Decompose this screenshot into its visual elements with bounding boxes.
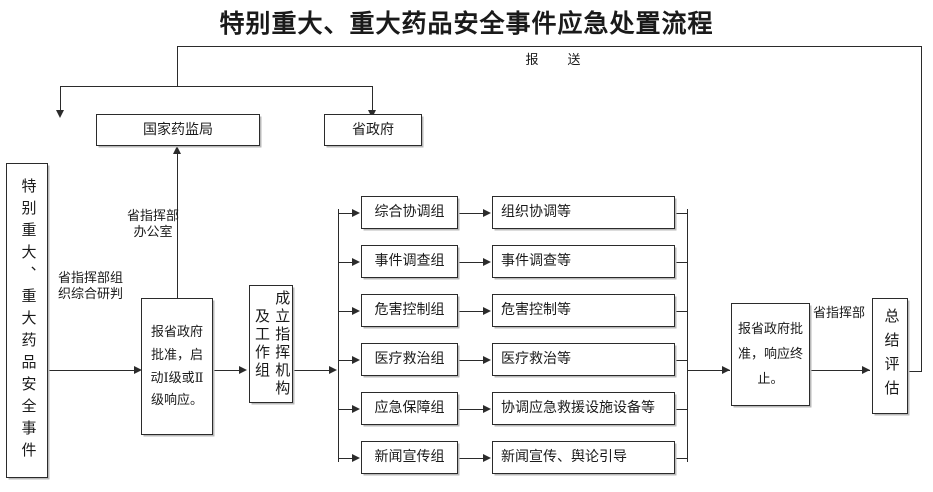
task-box-4[interactable]: 医疗救治等 <box>492 343 675 376</box>
arrow-group-to-task-6 <box>483 453 491 462</box>
arrow-merge-to-end <box>722 366 730 374</box>
task-box-1[interactable]: 组织协调等 <box>492 196 675 229</box>
arrow-bus-to-group-6 <box>352 453 360 462</box>
node-nmpa[interactable]: 国家药监局 <box>96 114 260 146</box>
arrow-incident-to-report <box>134 366 142 374</box>
connector-merge-to-end <box>687 370 730 371</box>
group-name-box-1[interactable]: 综合协调组 <box>361 196 458 229</box>
task-label: 医疗救治等 <box>501 352 571 367</box>
connector-group-to-task-6 <box>458 457 483 459</box>
connector-group-to-task-2 <box>458 261 483 263</box>
arrow-group-to-task-1 <box>483 208 491 217</box>
task-label: 协调应急救援设施设备等 <box>501 401 655 416</box>
arrow-group-to-task-2 <box>483 257 491 266</box>
connector-end-to-summary <box>810 370 870 371</box>
connector-group-to-task-5 <box>458 408 483 410</box>
task-box-2[interactable]: 事件调查等 <box>492 245 675 278</box>
node-summary-eval-text: 总结评估 <box>882 308 899 404</box>
connector-to-nmpa-vertical <box>60 86 61 112</box>
task-box-5[interactable]: 协调应急救援设施设备等 <box>492 392 675 425</box>
group-name-label: 综合协调组 <box>374 205 445 220</box>
connector-summary-to-top-vertical <box>921 46 922 371</box>
arrow-bus-to-group-5 <box>352 404 360 413</box>
task-label: 新闻宣传、舆论引导 <box>501 450 627 465</box>
label-provincial-hq-research: 省指挥部组 织综合研判 <box>58 270 124 302</box>
group-name-label: 事件调查组 <box>374 254 445 269</box>
connector-bus-to-group-2 <box>338 261 352 263</box>
arrow-bus-to-group-2 <box>352 257 360 266</box>
arrow-report-to-establish <box>239 366 247 374</box>
connector-task-to-merge-1 <box>675 212 687 214</box>
node-establish-command-text: 成立指挥机构及工作组 <box>253 290 290 398</box>
connector-task-to-merge-5 <box>675 408 687 410</box>
task-label: 危害控制等 <box>501 303 571 318</box>
connector-bus-to-group-4 <box>338 359 352 361</box>
connector-bus-to-group-3 <box>338 310 352 312</box>
group-name-box-4[interactable]: 医疗救治组 <box>361 343 458 376</box>
group-name-box-5[interactable]: 应急保障组 <box>361 392 458 425</box>
arrow-group-to-task-5 <box>483 404 491 413</box>
group-name-label: 医疗救治组 <box>374 352 445 367</box>
node-report-approve-start[interactable]: 报省政府批准，启动Ⅰ级或Ⅱ级响应。 <box>141 298 213 435</box>
connector-bus-to-group-5 <box>338 408 352 410</box>
connector-report-box-to-nmpa <box>177 152 178 298</box>
node-establish-command[interactable]: 成立指挥机构及工作组 <box>249 285 293 403</box>
connector-report-to-establish <box>213 370 240 371</box>
arrow-down-to-nmpa <box>56 110 64 118</box>
arrow-bus-to-group-1 <box>352 208 360 217</box>
connector-bus-to-group-1 <box>338 212 352 214</box>
node-report-approve-end[interactable]: 报省政府批准，响应终止。 <box>731 303 810 406</box>
connector-bus-to-group-6 <box>338 457 352 459</box>
connector-top-horizontal <box>177 46 922 47</box>
group-name-box-6[interactable]: 新闻宣传组 <box>361 441 458 474</box>
task-box-3[interactable]: 危害控制等 <box>492 294 675 327</box>
connector-incident-to-report <box>48 370 136 371</box>
label-provincial-hq: 省指挥部 <box>813 305 866 320</box>
arrow-up-to-nmpa <box>173 146 181 154</box>
connector-to-provgov-vertical <box>372 86 373 112</box>
group-name-box-3[interactable]: 危害控制组 <box>361 294 458 327</box>
task-label: 事件调查等 <box>501 254 571 269</box>
connector-split-bar <box>60 86 372 87</box>
node-incident-text: 特别重大、重大药品安全事件 <box>19 177 36 464</box>
arrow-bus-to-group-3 <box>352 306 360 315</box>
connector-task-to-merge-2 <box>675 261 687 263</box>
arrow-bus-to-group-4 <box>352 355 360 364</box>
connector-top-drop <box>177 46 178 86</box>
node-summary-eval[interactable]: 总结评估 <box>872 298 908 414</box>
connector-task-to-merge-4 <box>675 359 687 361</box>
task-label: 组织协调等 <box>501 205 571 220</box>
connector-group-to-task-3 <box>458 310 483 312</box>
connector-task-to-merge-6 <box>675 457 687 459</box>
group-name-label: 应急保障组 <box>374 401 445 416</box>
task-box-6[interactable]: 新闻宣传、舆论引导 <box>492 441 675 474</box>
connector-group-to-task-1 <box>458 212 483 214</box>
connector-group-to-task-4 <box>458 359 483 361</box>
arrow-group-to-task-4 <box>483 355 491 364</box>
group-name-label: 新闻宣传组 <box>374 450 445 465</box>
connector-distribution-bus <box>338 209 339 462</box>
label-provincial-hq-office: 省指挥部 办公室 <box>126 208 179 240</box>
connector-merge-bus <box>687 209 688 462</box>
connector-establish-to-bus <box>293 370 331 371</box>
group-name-label: 危害控制组 <box>374 303 445 318</box>
label-report-send: 报 送 <box>525 52 589 67</box>
arrow-group-to-task-3 <box>483 306 491 315</box>
node-provincial-government[interactable]: 省政府 <box>324 114 422 146</box>
connector-task-to-merge-3 <box>675 310 687 312</box>
arrow-end-to-summary <box>862 366 870 374</box>
group-name-box-2[interactable]: 事件调查组 <box>361 245 458 278</box>
arrow-establish-to-bus <box>329 366 337 374</box>
node-incident[interactable]: 特别重大、重大药品安全事件 <box>6 163 48 478</box>
connector-summary-right-stub <box>908 371 922 372</box>
page-title: 特别重大、重大药品安全事件应急处置流程 <box>219 11 714 38</box>
